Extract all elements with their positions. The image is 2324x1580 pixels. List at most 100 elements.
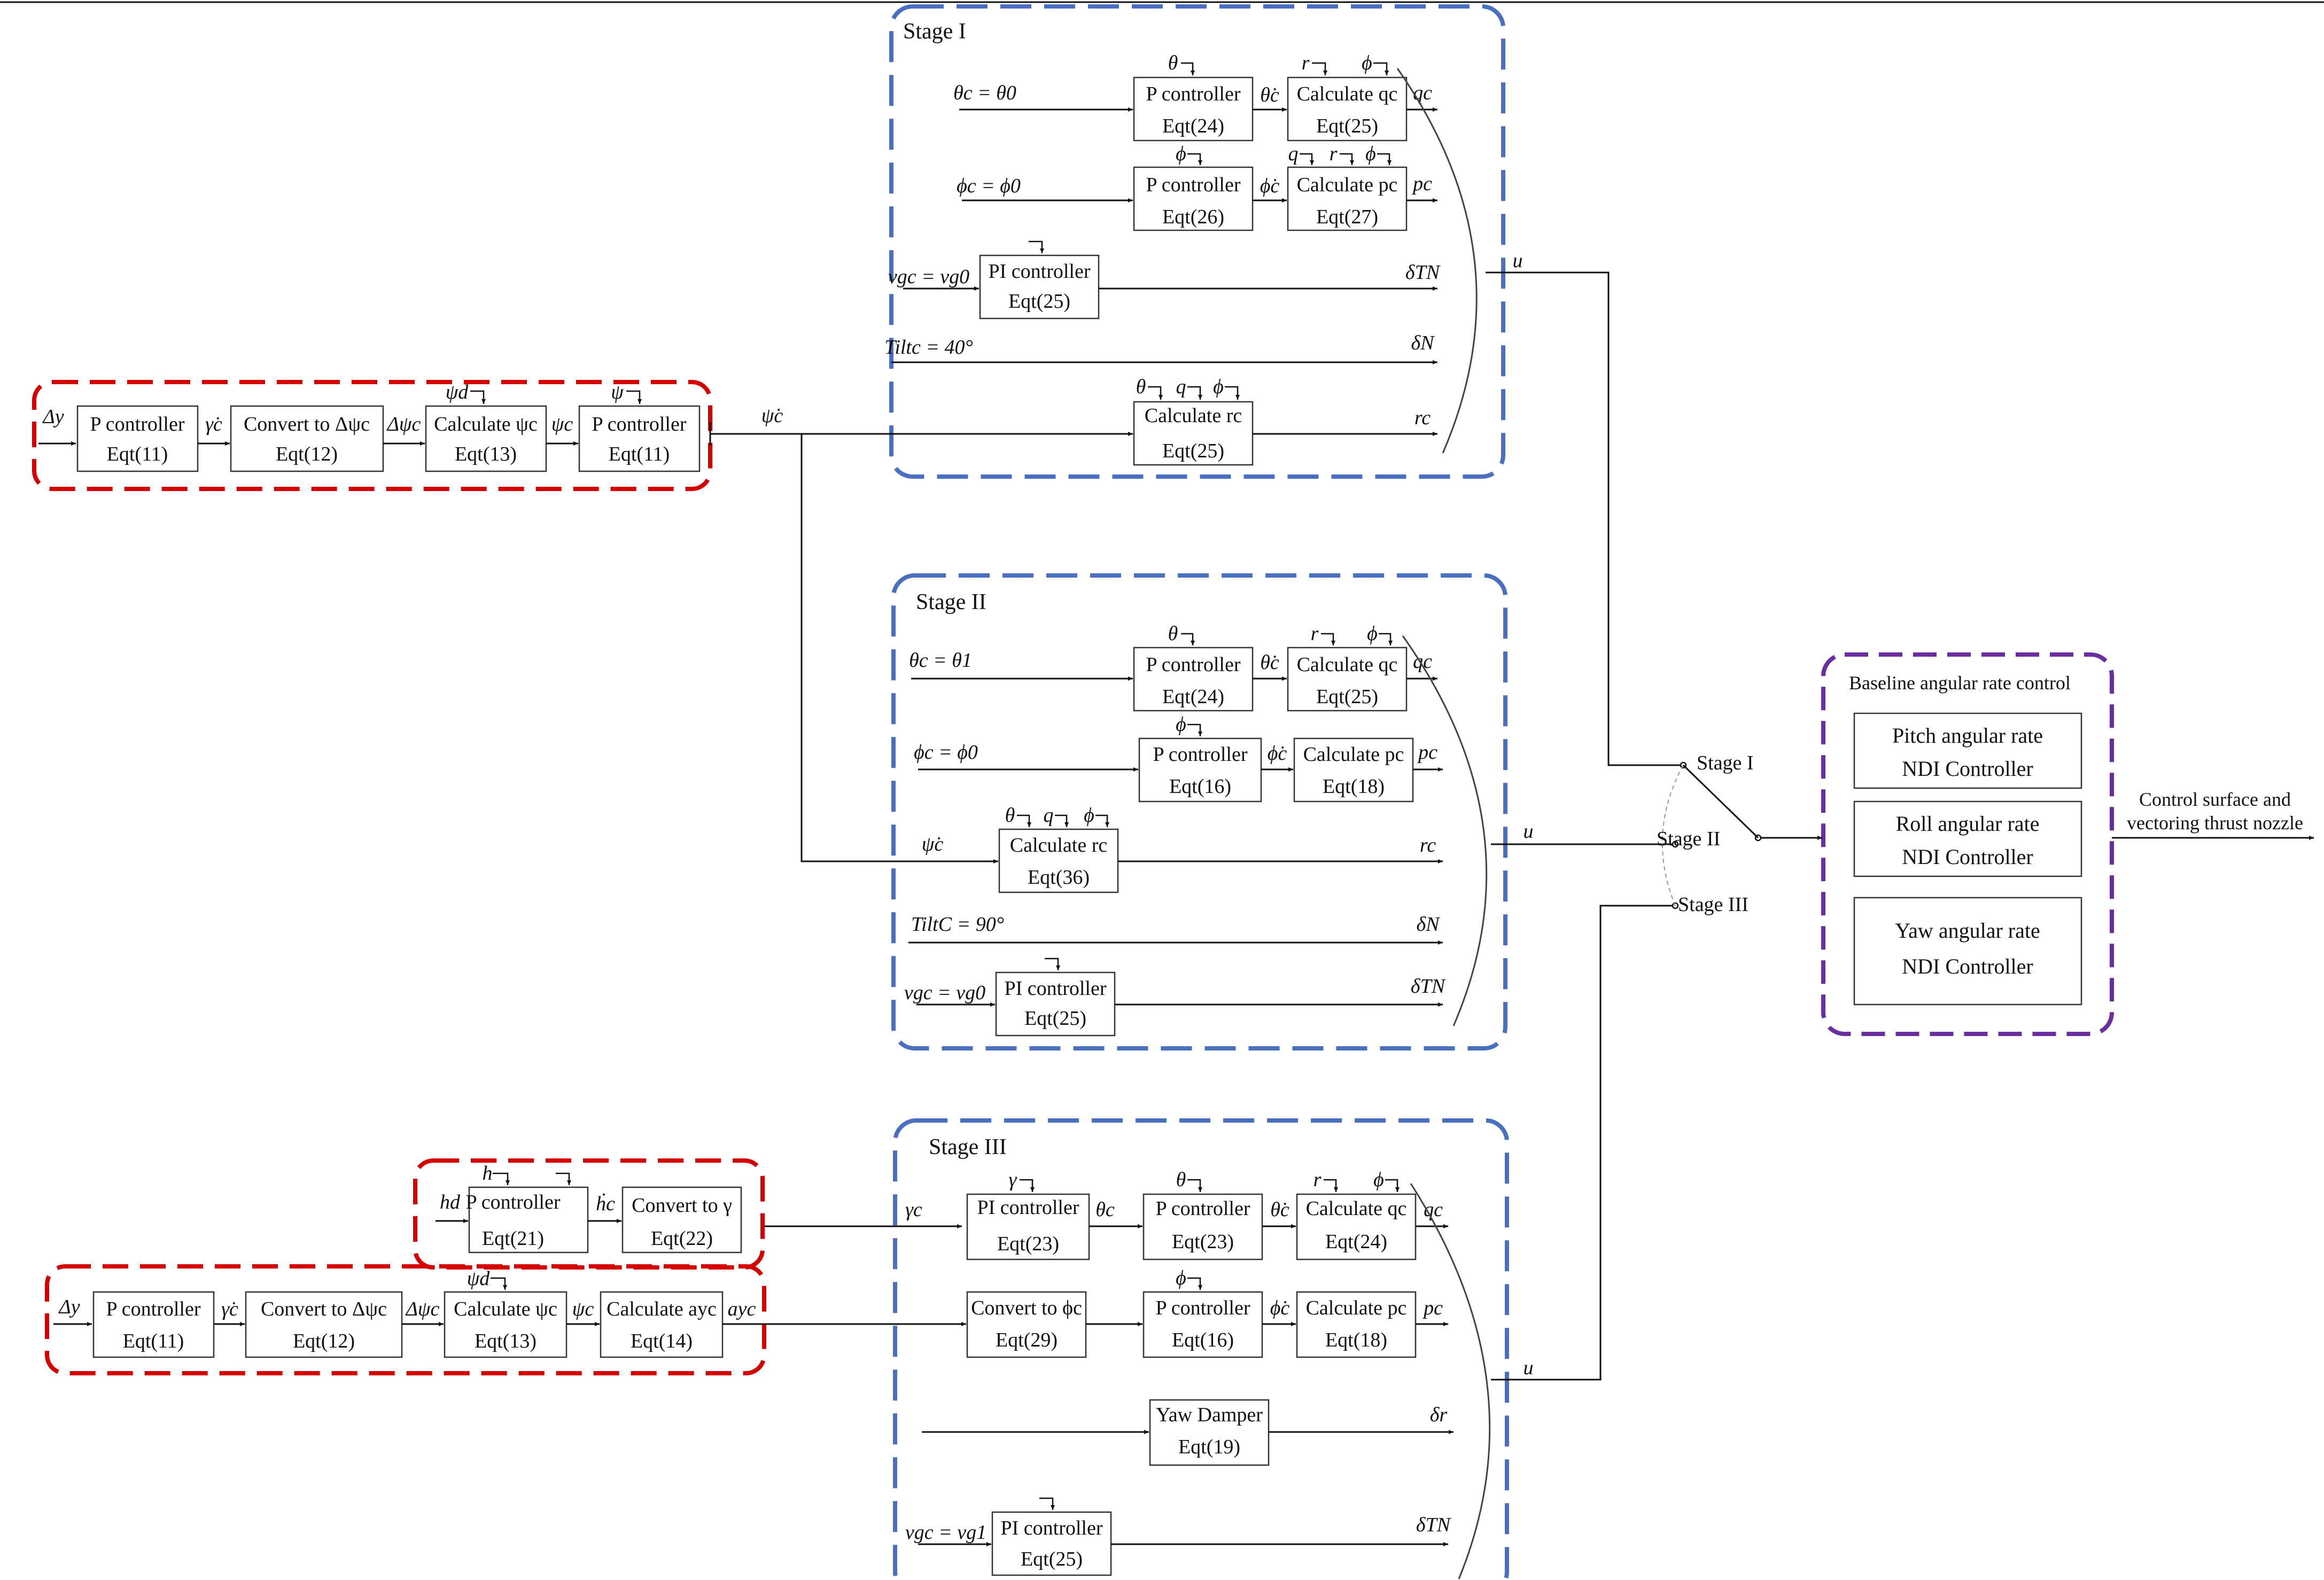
stage-3-title: Stage III xyxy=(929,1135,1007,1159)
lon-b2-l1: Convert to γ xyxy=(632,1194,732,1217)
pitch-ndi-block xyxy=(1853,712,2082,789)
lat1-dpsi-label: Δψc xyxy=(386,413,421,435)
stage-switch[interactable]: Stage I Stage II Stage III xyxy=(1657,752,1762,916)
lat1-b4-line2: Eqt(11) xyxy=(609,443,670,465)
s1-r3-out: δTN xyxy=(1405,261,1441,284)
lat2-input: Δy xyxy=(58,1296,80,1318)
lon-p-controller xyxy=(468,1186,589,1254)
lateral-guidance-1: Δy P controller Eqt(11) γ̇c Convert to Δ… xyxy=(38,381,783,472)
s2-r2-phi-dot: ϕ̇c xyxy=(1268,742,1287,765)
lat1-calc-psi-block xyxy=(425,405,547,472)
lat1-b3-line1: Calculate ψc xyxy=(434,413,538,435)
s1-r2-b1-l1: P controller xyxy=(1146,174,1241,196)
lat2-b4-l1: Calculate ayc xyxy=(607,1298,717,1320)
s1-u-label: u xyxy=(1513,250,1523,272)
s2-r3-q: q xyxy=(1044,804,1054,827)
s2-r1-b1-l2: Eqt(24) xyxy=(1162,686,1224,708)
s3-r4-b1-l2: Eqt(25) xyxy=(1021,1548,1083,1570)
s3-r3-b1-l2: Eqt(19) xyxy=(1178,1436,1240,1458)
s1-r2-q: q xyxy=(1288,143,1299,165)
lon-hdot: ḣc xyxy=(596,1193,615,1215)
s3-r2-b1-l2: Eqt(29) xyxy=(996,1329,1058,1351)
lat1-convert-block xyxy=(230,405,384,472)
s1-r1-p-controller xyxy=(1133,76,1254,142)
lon-b1-l1: P controller xyxy=(466,1191,561,1213)
s3-r2-p-controller xyxy=(1142,1291,1263,1358)
s1-r1-b1-l2: Eqt(24) xyxy=(1162,115,1224,137)
s3-r3-b1-l1: Yaw Damper xyxy=(1156,1404,1263,1426)
s2-r2-input: ϕc = ϕ0 xyxy=(914,741,978,764)
s1-r2-r: r xyxy=(1330,143,1338,165)
s2-r4-input: TiltC = 90° xyxy=(911,913,1004,936)
lat1-p-controller-block xyxy=(76,405,199,472)
s3-r2-phi: ϕ xyxy=(1176,1267,1186,1289)
s2-mux-arc xyxy=(1402,635,1488,1026)
s1-u-line xyxy=(1486,271,1681,766)
s3-r2-convert-phi xyxy=(966,1291,1087,1358)
lat2-convert xyxy=(245,1291,403,1358)
lon-b1-l2: Eqt(21) xyxy=(482,1227,544,1250)
lat2-b2-l2: Eqt(12) xyxy=(293,1330,355,1352)
s1-r3-b1-l1: PI controller xyxy=(988,260,1090,283)
s2-u-label: u xyxy=(1524,820,1534,843)
s3-r1-b1-l2: Eqt(23) xyxy=(997,1233,1059,1255)
s1-r2-phi-dot: ϕ̇c xyxy=(1260,175,1280,197)
s1-r2-phi: ϕ xyxy=(1176,143,1186,165)
pitch-l1: Pitch angular rate xyxy=(1892,723,2043,748)
lon-b2-l2: Eqt(22) xyxy=(651,1227,713,1250)
s2-r3-phi: ϕ xyxy=(1084,804,1094,827)
s1-r2-input: ϕc = ϕ0 xyxy=(957,175,1021,197)
s3-r4-b1-l1: PI controller xyxy=(1000,1517,1102,1539)
s3-r2-b2-l1: P controller xyxy=(1156,1297,1250,1319)
s2-r2-p-controller xyxy=(1138,737,1262,803)
psi-dot-c-label: ψ̇c xyxy=(761,404,783,427)
s2-r3-b1-l1: Calculate rc xyxy=(1010,834,1108,857)
s1-r5-q: q xyxy=(1176,376,1186,398)
s1-r2-phi2: ϕ xyxy=(1365,143,1376,165)
roll-l1: Roll angular rate xyxy=(1896,812,2040,836)
s2-r5-input: vgc = vg0 xyxy=(904,982,985,1004)
s2-r2-b1-l1: P controller xyxy=(1153,743,1248,766)
s2-r3-b1-l2: Eqt(36) xyxy=(1028,866,1090,889)
s1-r1-out: qc xyxy=(1413,82,1432,104)
psi-dot-c-branch xyxy=(800,434,998,863)
lat2-ayc: ayc xyxy=(728,1298,756,1320)
s3-r1-theta: θ xyxy=(1176,1169,1186,1191)
stage-1-frame xyxy=(889,4,1505,479)
s1-r2-p-controller xyxy=(1133,166,1254,231)
longitudinal-guidance: hd P controller Eqt(21) h ḣc Convert to … xyxy=(436,1162,742,1254)
s2-r2-b2-l2: Eqt(18) xyxy=(1323,775,1385,798)
s2-r1-b2-l1: Calculate qc xyxy=(1297,653,1398,676)
s3-r2-phi-dot: ϕ̇c xyxy=(1270,1297,1290,1319)
s1-r2-b2-l1: Calculate pc xyxy=(1297,174,1398,196)
switch-stage-1: Stage I xyxy=(1697,752,1754,774)
s1-r5-b1-l2: Eqt(25) xyxy=(1162,440,1224,462)
lat1-b2-line2: Eqt(12) xyxy=(276,443,338,465)
s3-r3-out: δr xyxy=(1430,1404,1448,1426)
lat2-calc-psi xyxy=(444,1291,568,1358)
yaw-l1: Yaw angular rate xyxy=(1895,919,2040,943)
s2-r1-theta: θ xyxy=(1168,622,1178,645)
lon-h: h xyxy=(483,1162,493,1185)
lat1-b4-line1: P controller xyxy=(592,413,687,435)
lat1-input-label: Δy xyxy=(42,406,64,428)
s1-r1-theta: θ xyxy=(1168,52,1178,74)
lat2-b1-l2: Eqt(11) xyxy=(123,1330,184,1352)
s2-r2-b1-l2: Eqt(16) xyxy=(1169,775,1231,798)
stage-2-content: θc = θ1 P controller Eqt(24) θ θ̇c Calcu… xyxy=(904,622,1534,1037)
s2-r4-out: δN xyxy=(1416,913,1441,936)
s1-r4-out: δN xyxy=(1411,332,1435,354)
s1-r2-out: pc xyxy=(1411,173,1432,195)
s1-r1-phi: ϕ xyxy=(1362,52,1372,74)
s3-r1-b3-l1: Calculate qc xyxy=(1306,1197,1407,1220)
s3-r1-p-controller xyxy=(1142,1193,1263,1260)
s3-r1-theta-dot: θ̇c xyxy=(1270,1198,1289,1221)
stage-3-frame xyxy=(893,1118,1509,1580)
yaw-ndi-block xyxy=(1853,897,2082,1006)
switch-stage-2: Stage II xyxy=(1657,828,1720,850)
s3-r1-input: γc xyxy=(905,1198,922,1221)
switch-stage-3: Stage III xyxy=(1678,893,1748,916)
lat2-b4-l2: Eqt(14) xyxy=(631,1330,693,1352)
s2-r3-out: rc xyxy=(1420,834,1436,857)
lat1-b3-line2: Eqt(13) xyxy=(455,443,517,465)
